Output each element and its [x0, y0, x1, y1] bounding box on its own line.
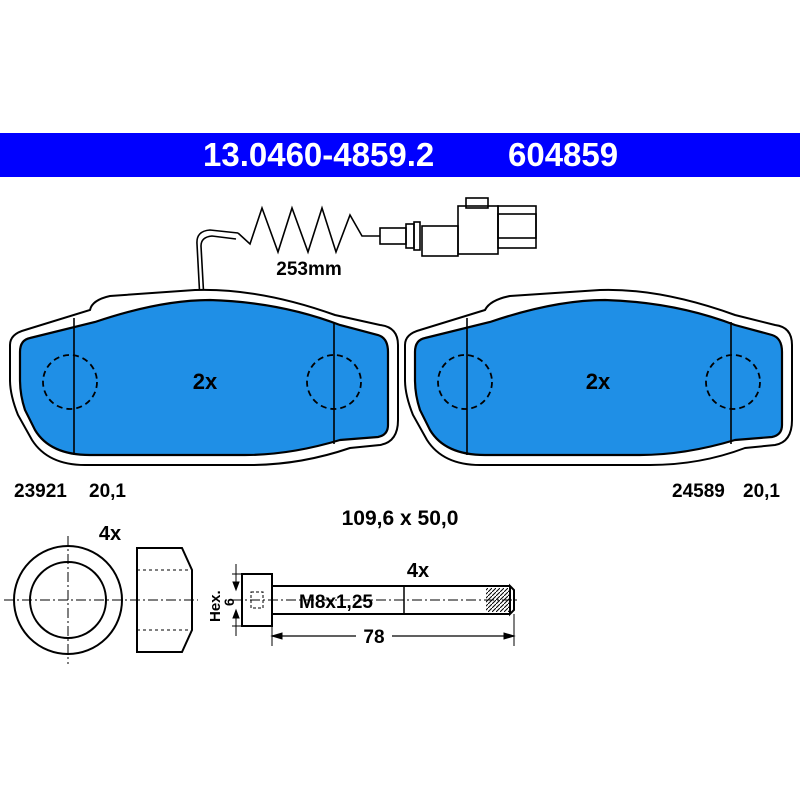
- right-pad-thickness: 20,1: [743, 481, 780, 502]
- mounting-hole: [705, 354, 761, 410]
- left-pad-ref: 23921: [14, 481, 67, 502]
- sensor-connector-tab: [421, 225, 459, 257]
- left-brake-pad: [9, 288, 399, 466]
- thread-spec: M8x1,25: [299, 592, 373, 613]
- sensor-wire-coil: [237, 205, 380, 255]
- sensor-connector: [457, 205, 499, 255]
- bolt-quantity: 4x: [407, 560, 429, 582]
- header-bar: 13.0460-4859.2 604859: [0, 133, 800, 177]
- bolt: [232, 564, 520, 646]
- hex-size: 6: [221, 598, 237, 606]
- sensor-length-label: 253mm: [276, 259, 342, 280]
- right-pad-quantity: 2x: [586, 369, 611, 394]
- mounting-hole: [437, 354, 493, 410]
- wear-sensor: [196, 197, 537, 301]
- bolt-length: 78: [363, 627, 384, 648]
- pad-dimensions: 109,6 x 50,0: [342, 507, 459, 530]
- sensor-sleeve: [379, 227, 407, 245]
- bushing: [4, 536, 198, 664]
- short-number: 604859: [508, 136, 619, 173]
- hex-label: Hex.: [207, 590, 224, 622]
- right-brake-pad: [404, 288, 793, 466]
- right-pad-ref: 24589: [672, 481, 725, 502]
- left-pad-quantity: 2x: [193, 369, 218, 394]
- bushing-side-view: [136, 547, 193, 653]
- mounting-hole: [306, 354, 362, 410]
- bushing-quantity: 4x: [99, 523, 121, 545]
- mounting-hole: [42, 354, 98, 410]
- left-pad-thickness: 20,1: [89, 481, 126, 502]
- friction-pad: [18, 298, 390, 457]
- part-number: 13.0460-4859.2: [203, 136, 435, 173]
- friction-pad: [413, 298, 784, 457]
